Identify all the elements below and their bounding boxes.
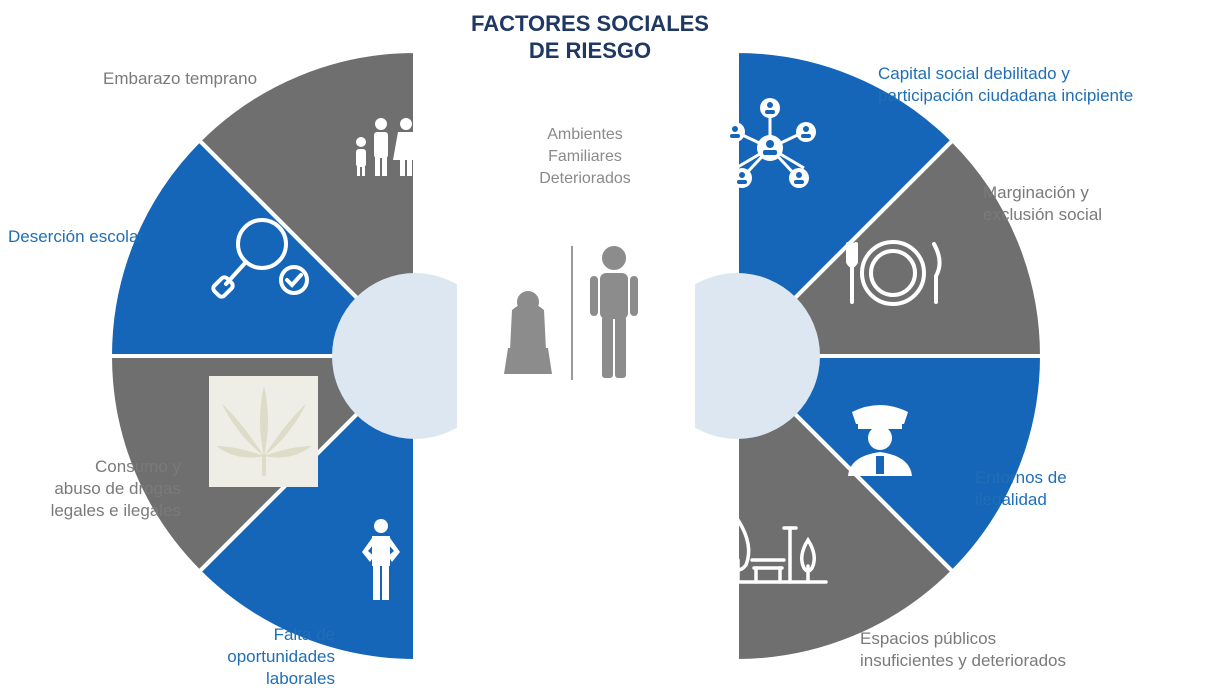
center-label-line-3: Deteriorados	[539, 170, 631, 187]
label-espacios-line-1: Espacios públicos	[860, 629, 997, 648]
center-label-line-2: Familiares	[548, 148, 622, 165]
label-consumo-line-2: abuso de drogas	[54, 479, 181, 498]
label-embarazo-temprano: Embarazo temprano	[103, 69, 258, 88]
label-capital-social: Capital social debilitado y participació…	[878, 63, 1133, 107]
label-consumo-drogas: Consumo y abuso de drogas legales e ileg…	[51, 456, 181, 522]
plate-cutlery-icon	[846, 240, 942, 306]
police-officer-icon	[848, 405, 912, 476]
right-hub-circle	[654, 273, 820, 439]
standing-man-icon	[590, 246, 638, 378]
cannabis-leaf-icon	[209, 376, 318, 487]
label-falta-line-1: Falta de	[273, 625, 335, 644]
label-marginacion: Marginación y exclusión social	[983, 182, 1102, 226]
left-hub-circle	[332, 273, 498, 439]
label-consumo-line-1: Consumo y	[95, 457, 181, 476]
title-line-1: FACTORES SOCIALES	[471, 11, 709, 36]
label-capital-line-2: participación ciudadana incipiente	[878, 86, 1134, 105]
label-falta-oportunidades: Falta de oportunidades laborales	[227, 624, 335, 690]
magnifier-check-icon	[211, 218, 309, 299]
label-desercion-escolar: Deserción escolar	[8, 227, 145, 246]
center-label-line-1: Ambientes	[547, 126, 623, 143]
label-marginacion-line-2: exclusión social	[983, 205, 1103, 224]
label-espacios-line-2: insuficientes y deteriorados	[860, 651, 1067, 670]
person-hands-on-hips-icon	[362, 519, 400, 600]
diagram-title: FACTORES SOCIALES DE RIESGO	[440, 10, 740, 64]
label-capital-line-1: Capital social debilitado y	[878, 64, 1070, 83]
grieving-person-icon	[504, 291, 552, 374]
label-entornos-ilegalidad: Entornos de ilegalidad	[975, 467, 1067, 511]
label-falta-line-2: oportunidades	[227, 647, 335, 666]
park-bench-icon	[714, 516, 828, 584]
network-people-icon	[725, 98, 816, 188]
label-entornos-line-2: ilegalidad	[975, 490, 1047, 509]
label-entornos-line-1: Entornos de	[975, 468, 1067, 487]
center-panel	[457, 52, 695, 687]
title-line-2: DE RIESGO	[528, 38, 652, 63]
center-label: Ambientes Familiares Deteriorados	[500, 124, 670, 190]
family-icon	[356, 118, 433, 176]
label-marginacion-line-1: Marginación y	[983, 183, 1089, 202]
label-espacios-publicos: Espacios públicos insuficientes y deteri…	[860, 628, 1066, 672]
label-consumo-line-3: legales e ilegales	[50, 501, 181, 520]
label-falta-line-3: laborales	[266, 669, 335, 688]
